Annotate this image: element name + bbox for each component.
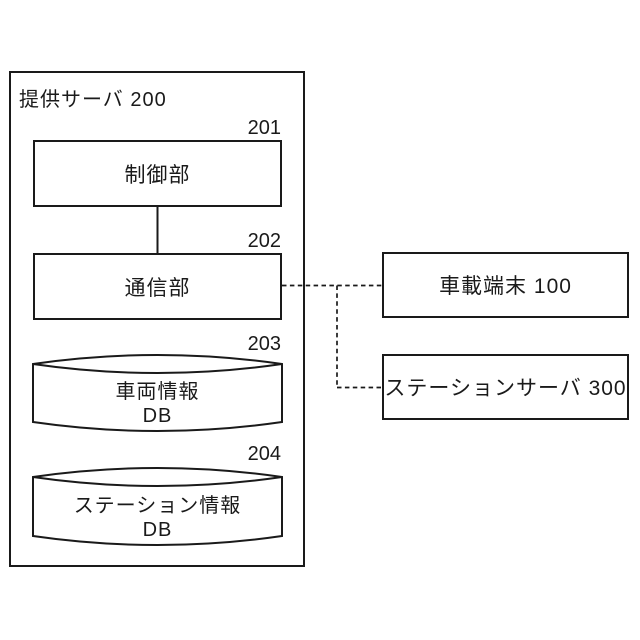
provider-server-label: 提供サーバ 200 <box>19 89 167 111</box>
ref-label-203: 203 <box>247 333 281 355</box>
communication-unit-box: 通信部 <box>33 253 282 320</box>
control-unit-label: 制御部 <box>124 163 191 187</box>
station-db-label: ステーション情報 DB <box>33 494 282 542</box>
communication-unit-label: 通信部 <box>124 276 191 300</box>
ref-label-204: 204 <box>247 443 281 465</box>
control-unit-box: 制御部 <box>33 140 282 207</box>
invehicle-terminal-box: 車載端末 100 <box>382 252 629 318</box>
station-db-cylinder <box>32 467 283 546</box>
station-db-label-line1: ステーション情報 <box>73 495 242 517</box>
vehicle-db-label-line1: 車両情報 <box>115 381 200 403</box>
ref-label-201: 201 <box>247 117 281 139</box>
station-db-label-line2: DB <box>142 519 173 541</box>
vehicle-db-label: 車両情報 DB <box>33 380 282 428</box>
invehicle-terminal-label: 車載端末 100 <box>439 275 572 298</box>
ref-label-202: 202 <box>247 230 281 252</box>
provider-server-box <box>9 71 305 567</box>
vehicle-db-label-line2: DB <box>142 405 173 427</box>
station-server-label: ステーションサーバ 300 <box>384 377 627 400</box>
vehicle-db-cylinder <box>32 354 283 432</box>
station-server-box: ステーションサーバ 300 <box>382 354 629 420</box>
